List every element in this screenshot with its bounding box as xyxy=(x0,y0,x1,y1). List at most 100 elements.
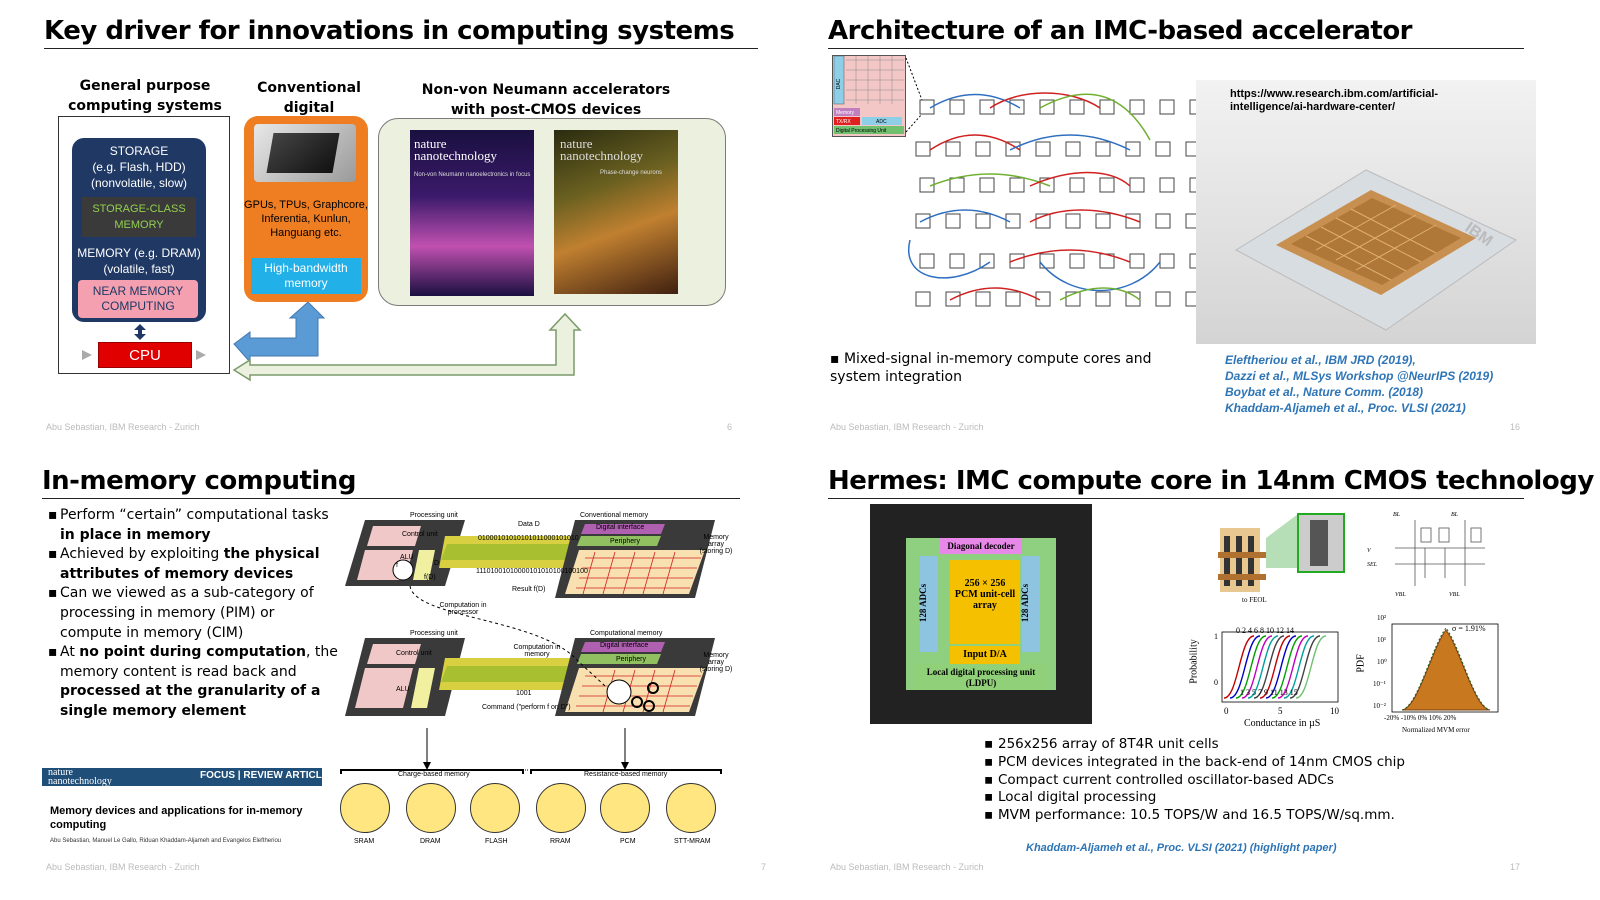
bullet-1: Perform “certain” computational tasks in… xyxy=(48,506,338,545)
ldpu-label: Local digital processing unit xyxy=(926,667,1036,677)
memory-array-label-2: Memory array (storing D) xyxy=(699,652,733,673)
pdf-ytick-2: 10¹ xyxy=(1377,636,1387,644)
gpu-die xyxy=(266,133,340,173)
storage-example: (e.g. Flash, HDD) xyxy=(92,160,186,174)
general-purpose-box xyxy=(58,116,230,374)
compute-tile xyxy=(1095,141,1111,157)
storage-desc: (nonvolatile, slow) xyxy=(90,176,188,190)
txrx-label: TX/RX xyxy=(836,119,851,125)
control-unit-label-2: Control unit xyxy=(396,650,432,657)
near-memory-computing: NEAR MEMORY COMPUTING xyxy=(78,280,198,318)
result-label: Result f(D) xyxy=(512,586,546,593)
compute-tile xyxy=(1065,213,1081,229)
d-label: D xyxy=(434,560,440,567)
prob-ylabel: Probability xyxy=(1188,639,1200,684)
alu-label-2: ALU xyxy=(396,686,410,693)
hermes-bullet: Compact current controlled oscillator-ba… xyxy=(984,772,1405,790)
svg-text:SEL: SEL xyxy=(1367,562,1378,568)
ref-4: Khaddam-Aljameh et al., Proc. VLSI (2021… xyxy=(1225,401,1466,415)
page-number: 6 xyxy=(726,422,732,432)
computation-in-memory-label: Computation in memory xyxy=(513,644,561,658)
prob-xtick-5: 5 xyxy=(1278,706,1283,716)
input-da-block: Input D/A xyxy=(950,646,1020,664)
slide-in-memory-computing: In-memory computing Abu Sebastian, IBM R… xyxy=(0,450,800,900)
memtype-dram: DRAM xyxy=(420,838,441,845)
memory-label: Memory xyxy=(836,110,855,116)
compute-tile xyxy=(975,141,991,157)
compute-tile xyxy=(1125,141,1141,157)
compute-tile xyxy=(1009,177,1025,193)
compute-tile xyxy=(979,177,995,193)
compute-tile xyxy=(919,99,935,115)
slide-hermes: Hermes: IMC compute core in 14nm CMOS te… xyxy=(800,450,1600,900)
data-d-label: Data D xyxy=(518,521,540,528)
prob-ytick-1: 1 xyxy=(1214,632,1218,641)
references: Eleftheriou et al., IBM JRD (2019), Dazz… xyxy=(1225,352,1493,416)
memory-array-label: Memory array (storing D) xyxy=(699,534,733,555)
compute-tile xyxy=(915,291,931,307)
footer-author: Abu Sebastian, IBM Research - Zurich xyxy=(46,862,200,872)
compute-tile xyxy=(1099,177,1115,193)
command-bits: 1001 xyxy=(516,690,532,697)
compute-tile xyxy=(1039,253,1055,269)
title-rule xyxy=(42,498,740,499)
prob-top-ticks: 0 2 4 6 8 10 12 14 xyxy=(1236,626,1294,635)
title-rule xyxy=(828,48,1524,49)
bullet-marker: ▪ xyxy=(830,351,844,367)
prob-xtick-10: 10 xyxy=(1330,706,1339,716)
compute-tile xyxy=(1069,253,1085,269)
compute-tile xyxy=(979,253,995,269)
compute-tile xyxy=(945,141,961,157)
cover1-title: nature nanotechnology xyxy=(414,136,498,163)
up-arrow-icon xyxy=(134,324,146,336)
computational-memory-label: Computational memory xyxy=(590,630,663,637)
fd-label: f(D) xyxy=(424,574,436,581)
svg-text:VBL: VBL xyxy=(1395,592,1406,598)
footer-author: Abu Sebastian, IBM Research - Zurich xyxy=(830,422,984,432)
stt-mram-cell-icon xyxy=(666,783,716,833)
prob-xlabel: Conductance in µS xyxy=(1244,718,1321,729)
pim-diagram xyxy=(340,520,722,774)
compute-tile xyxy=(1155,141,1171,157)
flash-cell-icon xyxy=(470,783,520,833)
slide-title: Architecture of an IMC-based accelerator xyxy=(828,16,1413,46)
ibm-chip-photo: IBM xyxy=(1196,80,1536,344)
slide-title: Key driver for innovations in computing … xyxy=(44,16,735,46)
pdf-ylabel: PDF xyxy=(1355,654,1367,673)
bullet-4: At no point during computation, the memo… xyxy=(48,643,338,721)
memory-desc: (volatile, fast) xyxy=(103,262,175,276)
diagonal-decoder: Diagonal decoder xyxy=(940,538,1022,554)
ldpu-block: Local digital processing unit (LDPU) xyxy=(914,664,1048,690)
adc-label: ADC xyxy=(876,119,887,125)
storage-label: STORAGE xyxy=(109,144,169,158)
processing-unit-label-2: Processing unit xyxy=(410,630,458,637)
compute-tile xyxy=(1005,213,1021,229)
control-unit-label: Control unit xyxy=(402,531,438,538)
cover2-subtitle: Phase-change neurons xyxy=(600,170,663,176)
compute-tile xyxy=(1035,291,1051,307)
periphery-label-2: Periphery xyxy=(616,656,646,663)
svg-text:VBL: VBL xyxy=(1449,592,1460,598)
cover2-title: nature nanotechnology xyxy=(560,136,644,163)
hermes-bullet: MVM performance: 10.5 TOPS/W and 16.5 TO… xyxy=(984,807,1405,825)
page-number: 17 xyxy=(1509,862,1520,872)
pdf-xticks: -20% -10% 0% 10% 20% xyxy=(1384,714,1457,722)
adc-right-block xyxy=(1022,556,1040,652)
compute-tile xyxy=(1159,99,1175,115)
prob-bottom-ticks: 1 3 5 7 9 11 13 15 xyxy=(1240,688,1298,697)
cover1-subtitle: Non-von Neumann nanoelectronics in focus xyxy=(414,172,531,178)
hermes-bullet: 256x256 array of 8T4R unit cells xyxy=(984,736,1405,754)
title-rule xyxy=(44,48,758,49)
ai-hardware-url[interactable]: https://www.research.ibm.com/artificial-… xyxy=(1230,88,1439,113)
general-purpose-header: General purpose computing systems xyxy=(68,78,222,114)
adc-left-block xyxy=(920,556,938,652)
article-banner xyxy=(42,768,322,786)
computation-in-processor-label: Computation in processor xyxy=(439,602,487,616)
device-cross-section xyxy=(1218,513,1345,592)
compute-tile xyxy=(1129,99,1145,115)
non-von-neumann-header: Non-von Neumann accelerators with post-C… xyxy=(421,82,671,118)
f-label: f xyxy=(396,562,398,569)
pcm-array-block: 256 × 256 PCM unit-cell array xyxy=(950,560,1020,644)
dram-cell-icon xyxy=(406,783,456,833)
digital-interface-label-2: Digital interface xyxy=(600,642,649,649)
